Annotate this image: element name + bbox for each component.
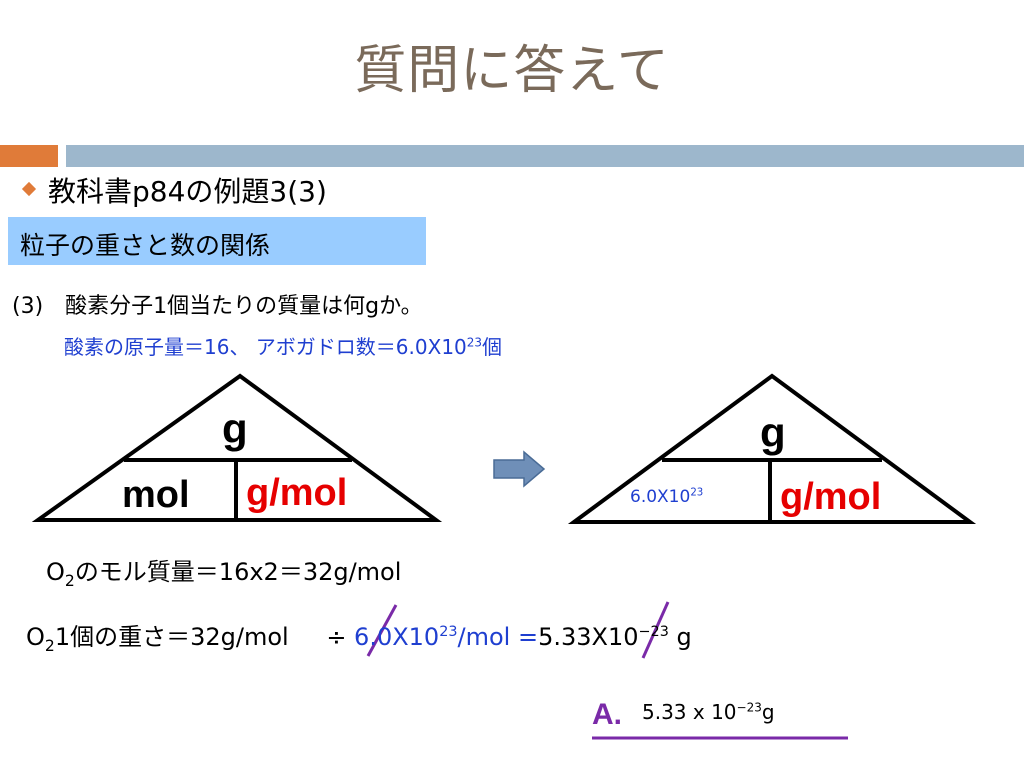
arrow-right-icon xyxy=(493,450,546,488)
molar-o: O xyxy=(46,558,65,586)
mass-o: O xyxy=(26,623,45,651)
avogadro-exponent: 23 xyxy=(690,487,704,499)
triangle-left-top: g xyxy=(222,405,248,452)
bullet-text: 教科書p84の例題3(3) xyxy=(48,175,327,208)
triangle-right-bottom-left: 6.0X1023 xyxy=(630,487,703,507)
mass-part1: 1個の重さ＝32g/mol xyxy=(54,623,297,651)
given-exponent: 23 xyxy=(466,335,483,350)
molar-sub: 2 xyxy=(64,571,75,590)
answer-label: A. xyxy=(592,698,622,731)
strike-mark-2 xyxy=(641,601,670,659)
molar-mass-line: O2のモル質量＝16x2＝32g/mol xyxy=(46,552,402,590)
given-suffix: 個 xyxy=(482,335,503,359)
mass-result-exp: −23 xyxy=(638,624,669,640)
triangle-left-bottom-left: mol xyxy=(122,474,190,516)
avogadro-base: 6.0X10 xyxy=(630,487,691,507)
answer-base: 5.33 x 10 xyxy=(642,700,737,724)
question-text: (3) 酸素分子1個当たりの質量は何gか。 xyxy=(12,294,423,319)
mass-result-unit: g xyxy=(668,623,692,651)
header-bar-blue xyxy=(66,145,1024,167)
triangle-right-top: g xyxy=(760,409,786,456)
strike-mark-1 xyxy=(366,604,398,657)
given-prefix: 酸素の原子量＝16、 アボガドロ数＝6.0X10 xyxy=(64,335,467,359)
mass-blue-base: 6.0X10 xyxy=(346,623,440,651)
mass-sub: 2 xyxy=(44,636,55,655)
mass-blue-tail: /mol = xyxy=(457,623,539,651)
divide-sign: ÷ xyxy=(326,623,347,651)
given-values: 酸素の原子量＝16、 アボガドロ数＝6.0X1023個 xyxy=(64,331,502,360)
topic-box xyxy=(8,217,426,265)
mass-per-molecule-line: O21個の重さ＝32g/mol ÷ 6.0X1023/mol =5.33X10−… xyxy=(26,617,692,655)
mass-result-base: 5.33X10 xyxy=(538,623,639,651)
answer-unit: g xyxy=(761,700,775,724)
molar-rest: のモル質量＝16x2＝32g/mol xyxy=(74,558,402,586)
answer-value: 5.33 x 10−23g xyxy=(642,700,775,724)
triangle-left-bottom-right: g/mol xyxy=(246,472,348,514)
triangle-right-bottom-right: g/mol xyxy=(780,476,882,518)
mass-blue-exp: 23 xyxy=(439,624,458,640)
topic-text: 粒子の重さと数の関係 xyxy=(20,231,271,260)
header-bar-orange xyxy=(0,145,58,167)
slide-title: 質問に答えて xyxy=(354,41,670,101)
answer-exp: −23 xyxy=(736,700,762,715)
